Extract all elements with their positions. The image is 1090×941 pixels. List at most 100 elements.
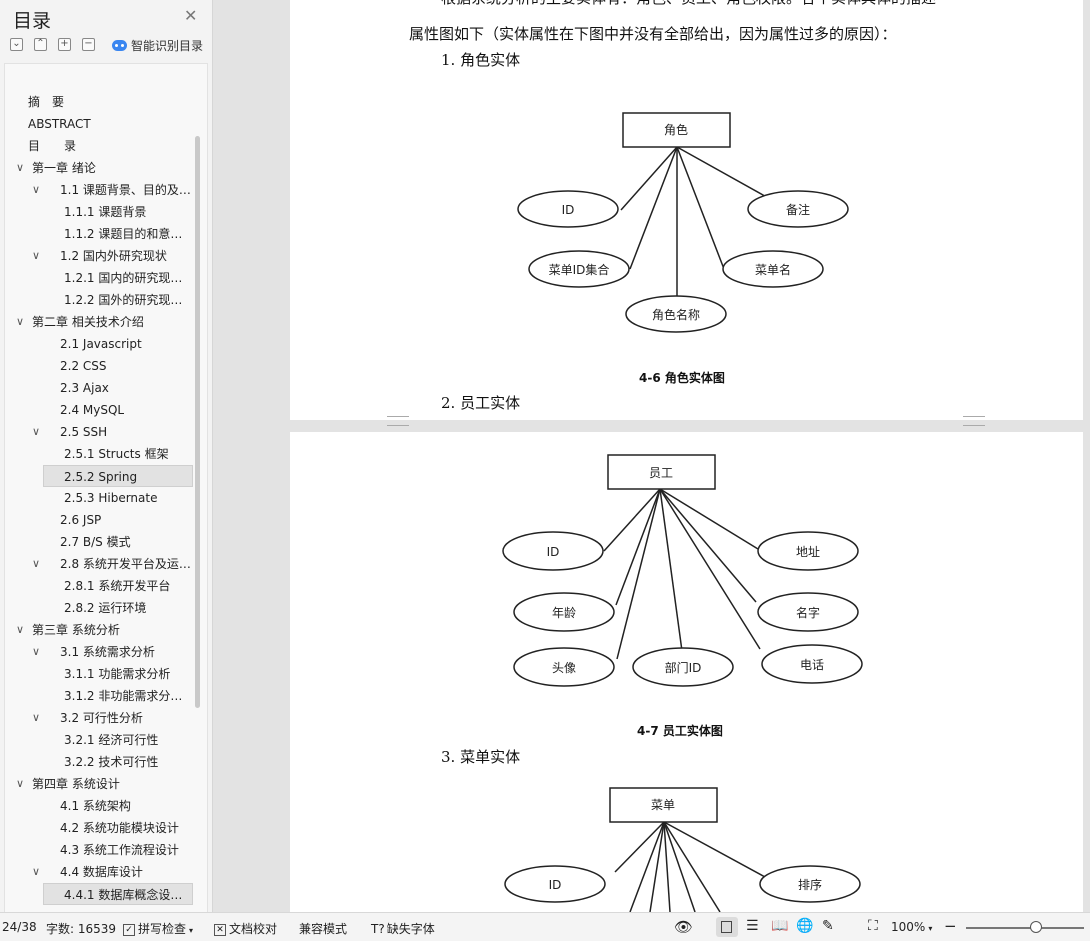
toc-item[interactable]: 2.8.2 运行环境 xyxy=(5,597,193,619)
chevron-down-icon[interactable]: ∨ xyxy=(16,315,25,328)
status-bar: 24/38 字数: 16539 ✓拼写检查▾ ✕文档校对 兼容模式 T?缺失字体… xyxy=(0,912,1090,941)
toc-item[interactable]: ∨3.2 可行性分析 xyxy=(5,707,193,729)
chevron-down-icon[interactable]: ∨ xyxy=(32,557,41,570)
web-view-icon[interactable]: 🌐 xyxy=(796,918,814,934)
checkbox-icon: ✓ xyxy=(123,923,135,936)
attribute-label: 备注 xyxy=(786,202,810,217)
toc-item-label: 2.5.1 Structs 框架 xyxy=(64,447,169,461)
entity-label: 员工 xyxy=(649,466,673,480)
zoom-slider-handle[interactable] xyxy=(1030,921,1042,933)
toc-item[interactable]: ∨第三章 系统分析 xyxy=(5,619,193,641)
fit-page-icon[interactable]: ⛶ xyxy=(868,918,878,934)
toc-item[interactable]: 2.6 JSP xyxy=(5,509,193,531)
toc-item[interactable]: 摘 要 xyxy=(5,91,193,113)
outline-view-icon[interactable]: ☰ xyxy=(746,918,759,934)
toc-item[interactable]: 2.4 MySQL xyxy=(5,399,193,421)
toc-item[interactable]: ∨ 第二章 相关技术介绍 xyxy=(5,311,193,333)
toc-item-label: 目 录 xyxy=(28,139,77,153)
body-text-line: 属性图如下（实体属性在下图中并没有全部给出，因为属性过多的原因）： xyxy=(409,25,897,43)
toc-item-label: 2.3 Ajax xyxy=(60,381,109,395)
toc-item[interactable]: 3.2.1 经济可行性 xyxy=(5,729,193,751)
toc-item[interactable]: 2.5.3 Hibernate xyxy=(5,487,193,509)
toc-item[interactable]: 2.8.1 系统开发平台 xyxy=(5,575,193,597)
page-view-icon[interactable] xyxy=(716,917,738,937)
toc-item[interactable]: 2.1 Javascript xyxy=(5,333,193,355)
remove-heading-icon[interactable]: − xyxy=(82,38,95,51)
write-mode-icon[interactable]: ✎ xyxy=(822,918,834,934)
toc-item[interactable]: 3.1.1 功能需求分析 xyxy=(5,663,193,685)
chevron-down-icon[interactable]: ∨ xyxy=(16,623,25,636)
page-indicator[interactable]: 24/38 xyxy=(2,920,37,934)
toc-item[interactable]: 1.2.2 国外的研究现… xyxy=(5,289,193,311)
section-heading: 1. 角色实体 xyxy=(441,51,521,69)
collapse-all-icon[interactable]: ⌄ xyxy=(10,38,23,51)
toc-item[interactable]: 3.2.2 技术可行性 xyxy=(5,751,193,773)
chevron-down-icon[interactable]: ∨ xyxy=(32,183,41,196)
toc-item[interactable]: 2.3 Ajax xyxy=(5,377,193,399)
figure-caption: 4-7 员工实体图 xyxy=(637,724,723,738)
toc-item-label: 2.1 Javascript xyxy=(60,337,142,351)
toc-item-label: 2.5 SSH xyxy=(60,425,108,439)
toc-item[interactable]: 4.1 系统架构 xyxy=(5,795,193,817)
toc-item[interactable]: ∨ 2.8 系统开发平台及运… xyxy=(5,553,193,575)
toc-item[interactable]: 4.3 系统工作流程设计 xyxy=(5,839,193,861)
toc-item-label: 2.8 系统开发平台及运… xyxy=(60,557,191,571)
toc-item-label: 1.2.1 国内的研究现… xyxy=(64,271,183,285)
toc-item[interactable]: 3.1.2 非功能需求分… xyxy=(5,685,193,707)
toc-item-label: 2.8.1 系统开发平台 xyxy=(64,579,171,593)
chevron-down-icon[interactable]: ∨ xyxy=(32,425,41,438)
attribute-label: ID xyxy=(549,878,562,892)
zoom-level[interactable]: 100%▾ xyxy=(891,920,932,934)
eye-protection-icon[interactable]: 👁 xyxy=(674,918,694,936)
compat-mode-label[interactable]: 兼容模式 xyxy=(299,922,348,936)
toc-item[interactable]: 1.1.2 课题目的和意… xyxy=(5,223,193,245)
toc-item[interactable]: ∨1.2 国内外研究现状 xyxy=(5,245,193,267)
toc-item-label: 3.1.2 非功能需求分… xyxy=(64,689,183,703)
zoom-out-icon[interactable]: − xyxy=(944,917,957,935)
toc-item[interactable]: ∨ 2.5 SSH xyxy=(5,421,193,443)
toc-item-label: 1.2.2 国外的研究现… xyxy=(64,293,183,307)
toc-item[interactable]: 1.1.1 课题背景 xyxy=(5,201,193,223)
zoom-value: 100% xyxy=(891,920,926,934)
word-count[interactable]: 字数: 16539 xyxy=(46,922,117,936)
toc-item-label: 第一章 绪论 xyxy=(32,161,96,175)
toc-item[interactable]: ABSTRACT xyxy=(5,113,193,135)
toc-item[interactable]: 2.5.2 Spring xyxy=(43,465,193,487)
toc-scrollbar[interactable] xyxy=(195,136,200,708)
toc-item[interactable]: 目 录 xyxy=(5,135,193,157)
proofread-button[interactable]: ✕文档校对 xyxy=(214,920,277,937)
close-icon[interactable]: ✕ xyxy=(184,6,198,25)
entity-label: 角色 xyxy=(664,123,688,137)
er-diagram-employee: 员工 ID 地址 年龄 名字 头像 部门ID 电话 菜单 ID xyxy=(502,454,863,912)
expand-all-icon[interactable]: ⌃ xyxy=(34,38,47,51)
toc-item-label: 2.5.2 Spring xyxy=(64,470,138,484)
toc-item[interactable]: 1.2.1 国内的研究现… xyxy=(5,267,193,289)
attribute-label: 角色名称 xyxy=(652,307,700,322)
add-heading-icon[interactable]: + xyxy=(58,38,71,51)
chevron-down-icon[interactable]: ∨ xyxy=(16,161,25,174)
chevron-down-icon[interactable]: ∨ xyxy=(32,865,41,878)
toc-item[interactable]: ∨3.1 系统需求分析 xyxy=(5,641,193,663)
toc-item[interactable]: 4.2 系统功能模块设计 xyxy=(5,817,193,839)
toc-item[interactable]: 2.2 CSS xyxy=(5,355,193,377)
dropdown-arrow-icon: ▾ xyxy=(928,924,933,933)
chevron-down-icon[interactable]: ∨ xyxy=(16,777,25,790)
missing-fonts-button[interactable]: T?缺失字体 xyxy=(371,920,435,937)
reading-mode-icon[interactable]: 📖 xyxy=(771,918,789,934)
toc-item[interactable]: 4.4.1 数据库概念设… xyxy=(43,883,193,905)
toc-item[interactable]: 2.7 B/S 模式 xyxy=(5,531,193,553)
chevron-down-icon[interactable]: ∨ xyxy=(32,249,41,262)
toc-item[interactable]: ∨第四章 系统设计 xyxy=(5,773,193,795)
toc-item[interactable]: ∨4.4 数据库设计 xyxy=(5,861,193,883)
toc-item[interactable]: 2.5.1 Structs 框架 xyxy=(5,443,193,465)
toc-item[interactable]: ∨1.1 课题背景、目的及… xyxy=(5,179,193,201)
toc-item[interactable]: ∨ 第一章 绪论 xyxy=(5,157,193,179)
spell-check-button[interactable]: ✓拼写检查▾ xyxy=(123,920,193,937)
toc-item-label: 第二章 相关技术介绍 xyxy=(32,315,144,329)
zoom-slider[interactable] xyxy=(966,927,1084,929)
document-page: 员工 ID 地址 年龄 名字 头像 部门ID 电话 菜单 ID xyxy=(290,432,1083,912)
chevron-down-icon[interactable]: ∨ xyxy=(32,711,41,724)
smart-toc-button[interactable]: 智能识别目录 xyxy=(112,37,203,54)
chevron-down-icon[interactable]: ∨ xyxy=(32,645,41,658)
section-heading: 2. 员工实体 xyxy=(441,394,521,412)
